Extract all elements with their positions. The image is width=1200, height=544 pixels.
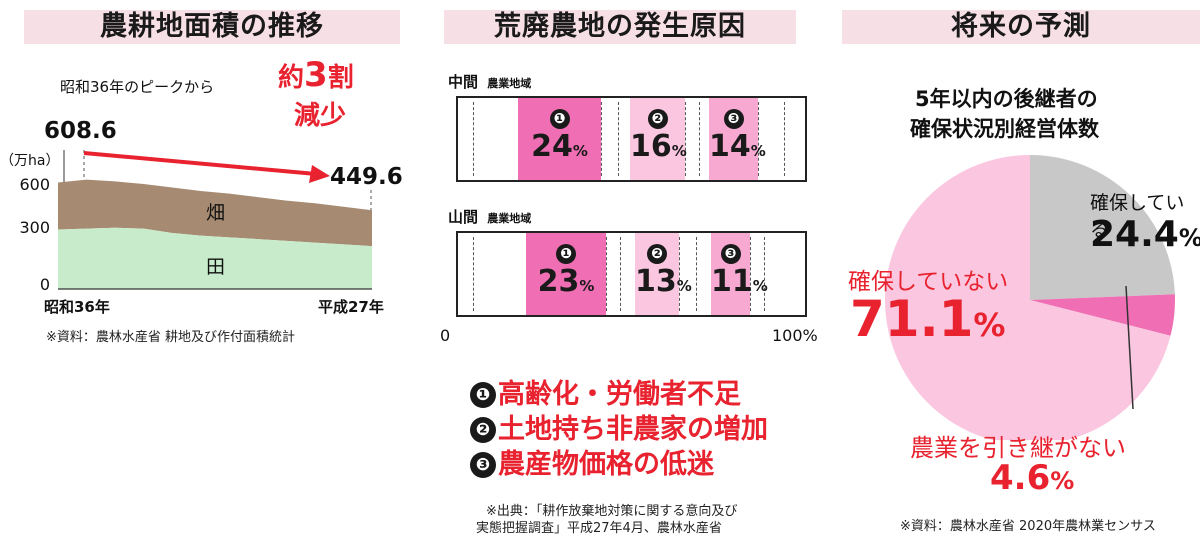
- pie-slice-hikitsuganai: [1030, 294, 1176, 336]
- chuukan-title: 中間: [448, 73, 479, 91]
- cause-text-3: 農産物価格の低迷: [498, 449, 714, 480]
- y-tick-0: 0: [40, 275, 50, 294]
- chuukan-title-block: 中間 農業地域: [448, 71, 531, 92]
- nai-value: 71.1: [850, 290, 974, 348]
- paddy-label: 田: [206, 256, 226, 278]
- x-label-end: 平成27年: [318, 298, 384, 316]
- paddy-area: [58, 227, 372, 289]
- middle-source-line1: ※出典：「耕作放棄地対策に関する意向及び: [486, 504, 738, 519]
- nai-value-block: 71.1%: [850, 290, 1006, 348]
- middle-source-line2: 実態把握調査」平成27年4月、農林水産省: [476, 521, 722, 536]
- divider: [696, 237, 697, 311]
- cause-chart-header: 荒廃農地の発生原因: [444, 10, 796, 44]
- cause-number-1: ❶: [549, 109, 570, 129]
- divider: [606, 237, 607, 311]
- divider: [473, 237, 474, 311]
- divider: [699, 102, 700, 176]
- sankan-value-1: 23: [537, 264, 580, 299]
- divider: [784, 102, 785, 176]
- start-value: 608.6: [44, 118, 117, 144]
- tsugu-label: 農業を引き継がない: [910, 434, 1126, 462]
- cause-text-2: 土地持ち非農家の増加: [498, 414, 768, 445]
- chuukan-subtitle: 農業地域: [487, 77, 532, 90]
- bar-axis-start: 0: [440, 326, 451, 345]
- peak-caption: 昭和36年のピークから: [60, 78, 215, 96]
- callout-pre: 約: [278, 63, 305, 93]
- area-chart: 600 300 0: [19, 150, 372, 294]
- chuukan-value-3: 14: [709, 129, 751, 164]
- sankan-title: 山間: [448, 208, 479, 226]
- divider: [758, 102, 759, 176]
- pie-leader-line: [1125, 285, 1134, 410]
- nai-label: 確保していない: [848, 269, 1009, 295]
- y-unit-label: （万ha）: [0, 153, 60, 169]
- sankan-title-block: 山間 農業地域: [448, 206, 531, 227]
- kakuho-value: 24.4: [1090, 214, 1179, 255]
- sankan-value-3: 11: [711, 264, 753, 299]
- trend-arrow-head: [309, 165, 330, 183]
- divider: [620, 237, 621, 311]
- chuukan-value-1: 24: [531, 129, 573, 164]
- pie-title-line2: 確保状況別経営体数: [910, 117, 1099, 141]
- tsugu-value: 4.6: [990, 458, 1051, 498]
- y-tick-300: 300: [19, 218, 50, 237]
- cause-number-2: ❷: [647, 109, 668, 129]
- right-source-note: ※資料：農林水産省 2020年農林業センサス: [900, 519, 1156, 534]
- y-tick-600: 600: [19, 175, 50, 194]
- sankan-value-2: 13: [635, 264, 677, 299]
- pie-slice-kakuho: [1030, 155, 1175, 300]
- left-source-note: ※資料：農林水産省 耕地及び作付面積統計: [46, 330, 296, 345]
- field-area: [58, 179, 372, 247]
- divider: [750, 237, 751, 311]
- reduction-callout: 約3割: [278, 58, 354, 95]
- end-value: 449.6: [330, 164, 403, 190]
- kakuho-label: 確保している: [1090, 192, 1185, 241]
- divider: [601, 102, 602, 176]
- cause-text-1: 高齢化・労働者不足: [498, 379, 741, 410]
- pie-slice-kakuho-nai: [884, 155, 1171, 440]
- divider: [679, 237, 680, 311]
- pie-title-line1: 5年以内の後継者の: [915, 87, 1098, 111]
- reduction-callout-line2: 減少: [294, 101, 347, 131]
- trend-arrow-line: [83, 151, 317, 176]
- tsugu-value-block: 4.6%: [990, 458, 1075, 498]
- kakuho-value-block: 24.4%: [1090, 214, 1200, 255]
- pie-chart: [884, 155, 1176, 440]
- cause-number-3: ❸: [723, 109, 744, 129]
- chuukan-value-2: 16: [630, 129, 672, 164]
- area-chart-header: 農耕地面積の推移: [24, 10, 400, 44]
- divider: [618, 102, 619, 176]
- callout-num: 3: [304, 55, 328, 95]
- sankan-subtitle: 農業地域: [487, 212, 532, 225]
- divider: [764, 237, 765, 311]
- divider: [685, 102, 686, 176]
- callout-post: 割: [327, 63, 354, 93]
- forecast-header: 将来の予測: [842, 10, 1200, 44]
- bar-axis-end: 100%: [772, 326, 818, 345]
- x-label-start: 昭和36年: [44, 298, 110, 316]
- field-label: 畑: [206, 202, 226, 224]
- divider: [473, 102, 474, 176]
